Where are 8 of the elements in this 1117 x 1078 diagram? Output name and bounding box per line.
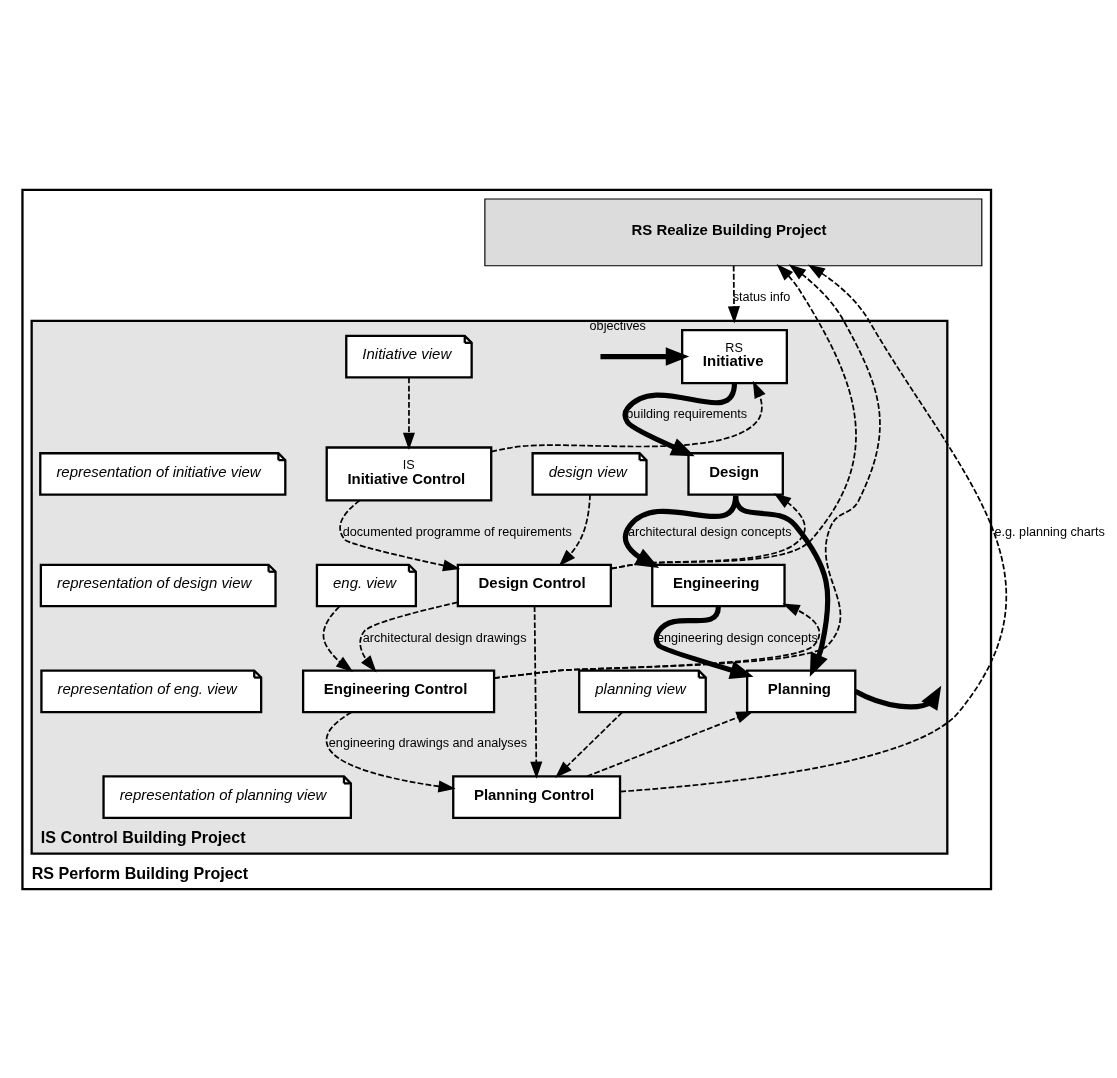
edge-label: status info xyxy=(732,289,791,304)
edge-label: building requirements xyxy=(626,406,748,421)
edge-label: documented programme of requirements xyxy=(342,524,572,539)
edge-label: architectural design concepts xyxy=(627,524,792,539)
edge-label: architectural design drawings xyxy=(362,630,527,645)
edge-label: objectives xyxy=(589,318,646,333)
edge-label: e.g. planning charts xyxy=(994,524,1105,539)
edge-label: engineering drawings and analyses xyxy=(328,735,528,750)
